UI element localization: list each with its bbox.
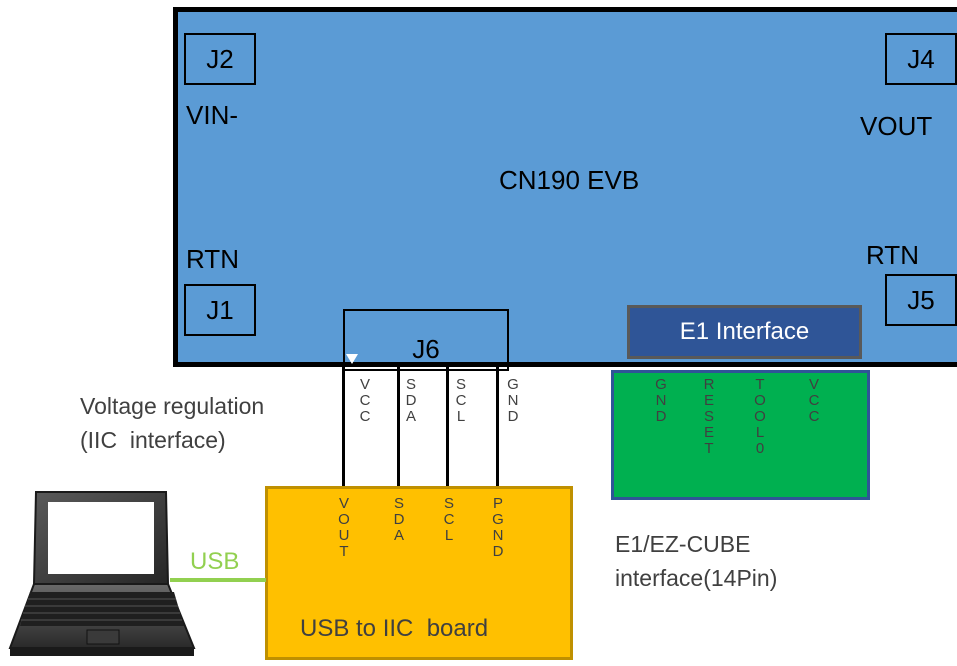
connector-j2: J2 (184, 33, 256, 85)
connector-j5-label: J5 (907, 284, 935, 315)
e1-pin-reset: R E S E T (703, 376, 715, 457)
usb-board-label: USB to IIC board (300, 615, 489, 642)
wire-scl (446, 367, 449, 487)
connector-j1: J1 (184, 284, 256, 336)
rtn-left-label: RTN (186, 244, 239, 274)
e1-pin-vcc: V C C (808, 376, 820, 425)
connector-j6: J6 (343, 309, 509, 371)
e1-caption-line2: interface(14Pin) (615, 565, 778, 591)
board-pin-scl: S C L (443, 495, 455, 544)
e1-interface-label: E1 Interface (679, 318, 810, 345)
connector-j1-label: J1 (206, 294, 234, 325)
usb-cable (170, 578, 266, 582)
wire-sda (397, 367, 400, 487)
cn190-evb-board: J2 VIN- J4 VOUT CN190 EVB RTN J1 RTN J5 … (173, 7, 957, 371)
iic-interface-label: (IIC interface) (80, 427, 226, 453)
connector-j4-label: J4 (907, 43, 935, 74)
board-pin-pgnd: P G N D (492, 495, 504, 560)
e1-header (611, 370, 870, 500)
vout-label: VOUT (860, 111, 933, 141)
board-pin-sda: S D A (393, 495, 405, 544)
board-pin-vout: V O U T (338, 495, 350, 560)
vin-label: VIN- (186, 100, 238, 130)
voltage-regulation-label: Voltage regulation (80, 393, 265, 419)
e1-interface-box: E1 Interface (627, 305, 862, 359)
j6-pin-scl: S C L (455, 376, 467, 425)
connector-j6-label: J6 (412, 334, 440, 364)
wire-vcc (342, 367, 345, 487)
connector-j4: J4 (885, 33, 957, 85)
usb-to-iic-board (265, 486, 573, 660)
j6-pin-vcc: V C C (359, 376, 371, 425)
pin1-marker (346, 354, 358, 364)
wire-gnd (496, 367, 499, 487)
evb-title: CN190 EVB (499, 165, 640, 195)
j6-pin-sda: S D A (405, 376, 417, 425)
connector-j2-label: J2 (206, 43, 234, 74)
e1-caption-line1: E1/EZ-CUBE (615, 531, 751, 557)
rtn-right-label: RTN (866, 240, 919, 270)
connector-j5: J5 (885, 274, 957, 326)
laptop-icon (8, 491, 196, 656)
usb-label: USB (190, 548, 240, 575)
e1-pin-tool0: T O O L 0 (754, 376, 766, 457)
e1-pin-gnd: G N D (655, 376, 667, 425)
j6-pin-gnd: G N D (507, 376, 519, 425)
